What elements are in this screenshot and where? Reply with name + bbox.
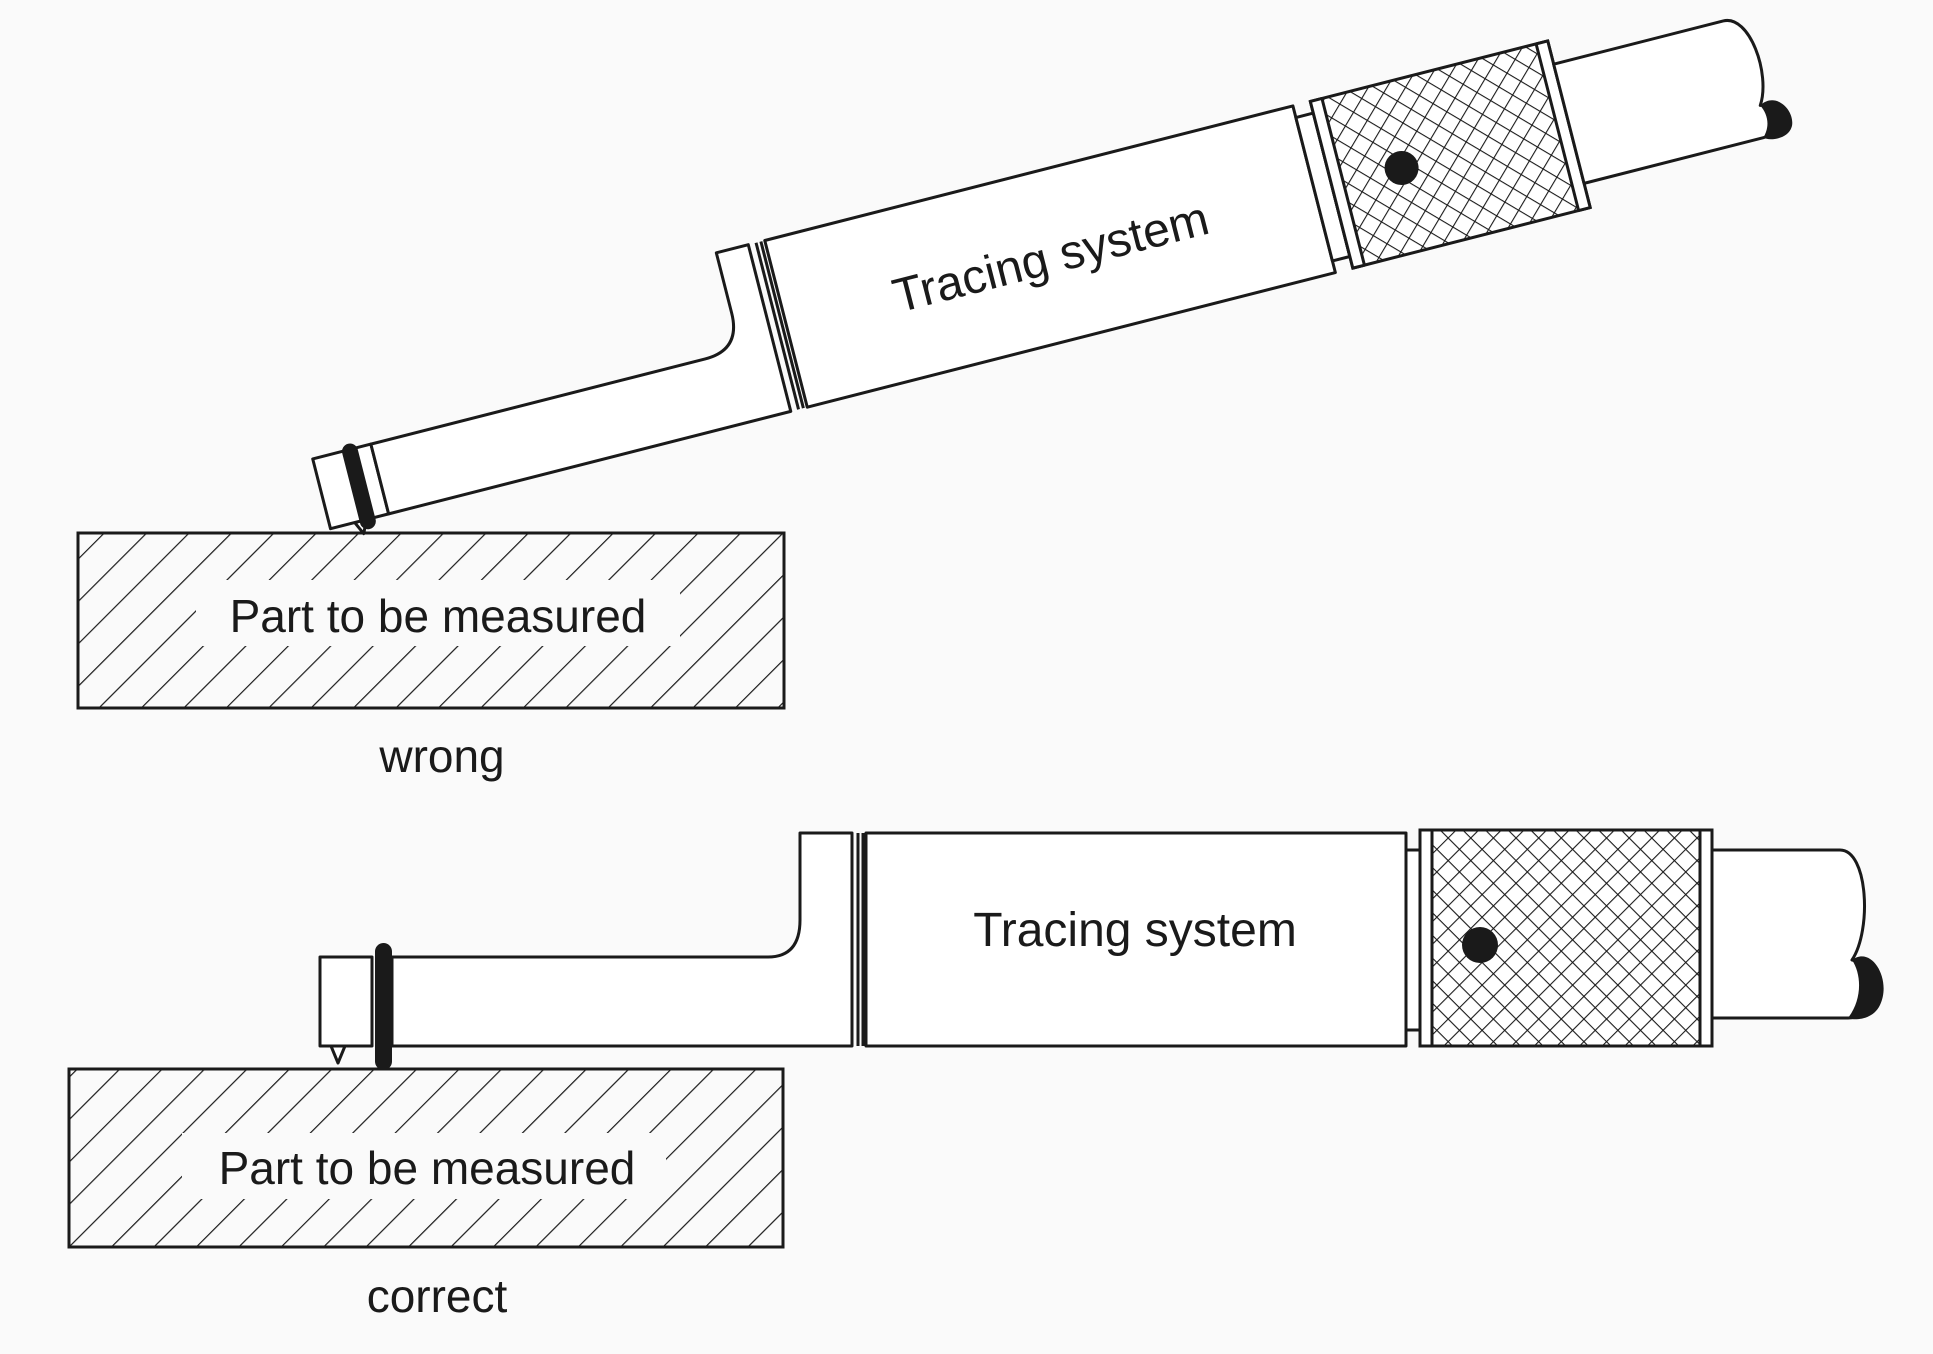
tracing-system-wrong: Tracing system [311,19,1793,536]
part-label-wrong: Part to be measured [230,590,647,642]
locking-screw-wrong [1384,150,1419,185]
locking-screw-correct [1462,927,1498,963]
correct-panel: Part to be measured Tracing system [67,828,1884,1322]
probe-arm-wrong [369,243,793,516]
tracing-system-correct: Tracing system [318,828,1884,1070]
part-label-correct: Part to be measured [219,1142,636,1194]
tracer-label-correct: Tracing system [973,904,1297,957]
workpiece-block-wrong: Part to be measured [76,531,786,710]
caption-correct: correct [367,1270,508,1322]
probe-arm-correct [390,831,854,1048]
caption-wrong: wrong [378,730,504,782]
shaft-wrong [1552,19,1785,185]
shaft-correct [1710,848,1874,1020]
skid-ring-wrong [342,443,376,530]
stylus-tip-correct [329,1044,347,1065]
stylus-nose-correct [318,955,374,1048]
shaft-break-correct [1848,956,1884,1020]
wrong-panel: Part to be measured Tracing system [76,19,1793,782]
shaft-break-wrong [1760,100,1793,140]
workpiece-block-correct: Part to be measured [67,1067,785,1249]
collar-correct [1404,848,1422,1032]
skid-ring-correct [375,943,392,1070]
